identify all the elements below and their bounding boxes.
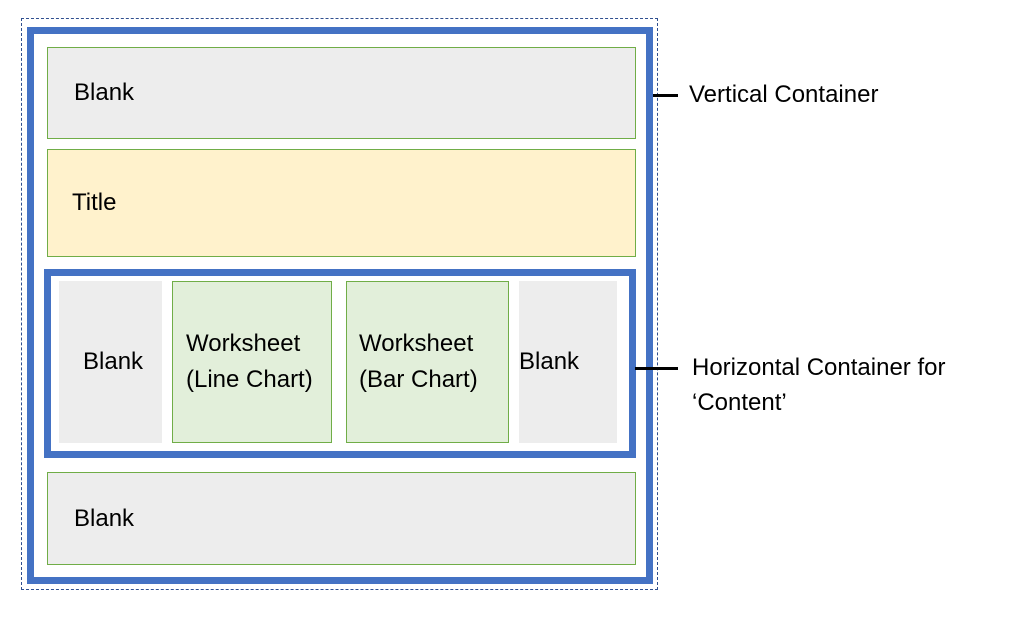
content-right-blank-label: Blank	[519, 348, 580, 375]
bottom-blank-label: Blank	[74, 504, 135, 532]
worksheet-line-chart-label: Worksheet (Line Chart)	[186, 330, 313, 393]
bottom-blank-object: Blank	[47, 472, 636, 565]
top-blank-object: Blank	[47, 47, 636, 139]
worksheet-bar-chart-label: Worksheet (Bar Chart)	[359, 330, 478, 393]
content-left-blank: Blank	[59, 281, 162, 443]
title-object: Title	[47, 149, 636, 257]
horizontal-container-label: Horizontal Container for ‘Content’	[692, 354, 946, 416]
horizontal-container-connector	[635, 367, 678, 370]
worksheet-bar-chart: Worksheet (Bar Chart)	[346, 281, 509, 443]
top-blank-label: Blank	[74, 79, 135, 107]
vertical-container-label: Vertical Container	[689, 81, 879, 108]
content-left-blank-label: Blank	[83, 348, 144, 375]
vertical-container-connector	[653, 94, 678, 97]
vertical-container-frame	[27, 27, 653, 584]
worksheet-line-chart: Worksheet (Line Chart)	[172, 281, 332, 443]
content-right-blank: Blank	[519, 281, 617, 443]
title-label: Title	[72, 189, 117, 217]
dashboard-outline	[21, 18, 658, 590]
